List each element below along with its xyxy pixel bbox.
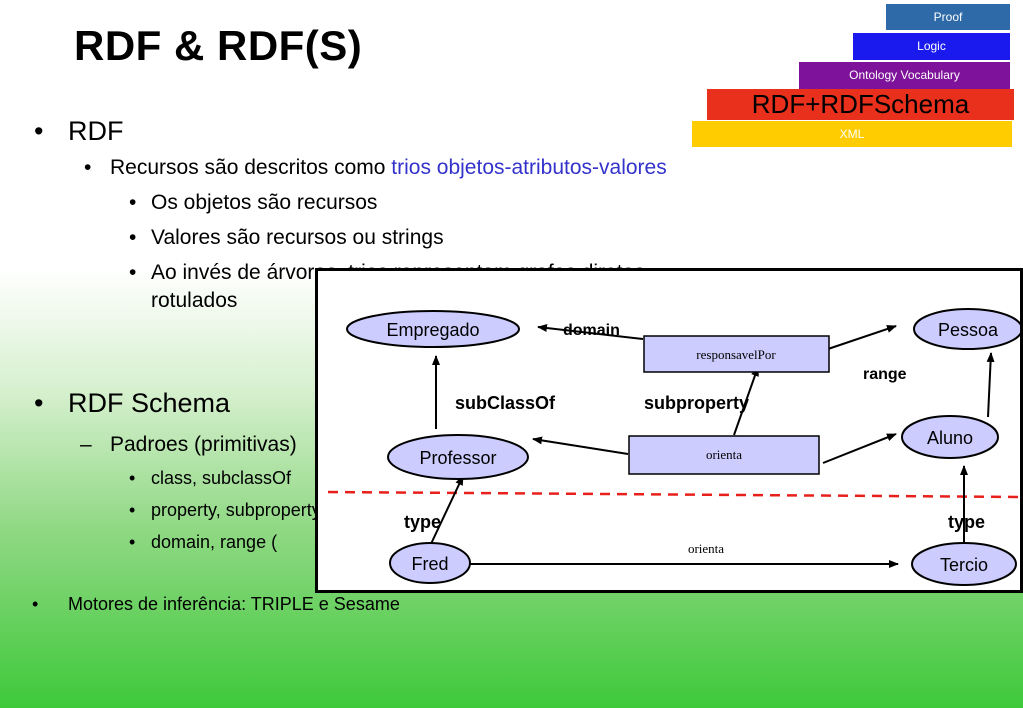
bullet-class: •class, subclassOf — [129, 468, 292, 488]
node-tercio: Tercio — [911, 542, 1017, 586]
bullet-domain-range: •domain, range ( — [129, 532, 278, 552]
bullet-property: •property, subpropertyOf — [129, 500, 340, 520]
edge-orienta-professor — [532, 436, 629, 455]
separator-dashed-line — [327, 490, 1020, 499]
page-title: RDF & RDF(S) — [74, 22, 363, 69]
node-empregado: Empregado — [346, 310, 520, 348]
highlight-text: trios objetos-atributos-valores — [391, 156, 667, 179]
bullet-padroes: –Padroes (primitivas) — [80, 433, 297, 456]
svg-text:Professor: Professor — [419, 448, 496, 468]
bullet-rdf: •RDF — [34, 116, 124, 146]
layer-logic: Logic — [853, 33, 1010, 60]
rdf-diagram: Empregado Pessoa Professor Aluno Fred Te… — [327, 308, 1020, 586]
bullet-motores: •Motores de inferência: TRIPLE e Sesame — [32, 594, 400, 614]
bullet-values: •Valores são recursos ou strings — [129, 226, 444, 249]
edge-subproperty — [733, 366, 759, 436]
edge-aluno-pessoa — [986, 352, 995, 418]
label-type-left: type — [404, 512, 441, 532]
bullet-dot: • — [34, 388, 44, 418]
bullet-dot: • — [129, 500, 136, 520]
svg-text:Pessoa: Pessoa — [938, 320, 999, 340]
bullet-dot: • — [129, 532, 136, 552]
bullet-dot: • — [34, 116, 44, 146]
label-orienta-edge: orienta — [688, 541, 724, 556]
property-responsavelpor: responsavelPor — [643, 335, 830, 373]
bullet-dot: • — [32, 594, 39, 614]
layer-proof: Proof — [886, 4, 1010, 30]
layer-rdf-rdfschema: RDF+RDFSchema — [707, 89, 1014, 120]
label-subproperty: subproperty — [644, 393, 749, 413]
bullet-graphs-cont: rotulados — [151, 289, 238, 312]
label-domain: domain — [563, 322, 620, 339]
bullet-dash: – — [80, 433, 92, 456]
bullet-dot: • — [129, 226, 137, 249]
node-professor: Professor — [387, 434, 529, 480]
edge-domain — [537, 324, 644, 340]
svg-text:Tercio: Tercio — [940, 555, 988, 575]
label-type-right: type — [948, 512, 985, 532]
label-subclassof: subClassOf — [455, 393, 556, 413]
svg-text:responsavelPor: responsavelPor — [696, 347, 776, 362]
svg-text:Fred: Fred — [411, 554, 448, 574]
bullet-dot: • — [129, 261, 137, 284]
bullet-dot: • — [129, 468, 136, 488]
bullet-rdf-schema: •RDF Schema — [34, 388, 231, 418]
svg-text:Aluno: Aluno — [927, 428, 973, 448]
rdf-diagram-panel: Empregado Pessoa Professor Aluno Fred Te… — [315, 268, 1023, 593]
node-fred: Fred — [389, 542, 471, 584]
node-aluno: Aluno — [901, 415, 999, 459]
layer-ontology-vocabulary: Ontology Vocabulary — [799, 62, 1010, 89]
layer-xml: XML — [692, 121, 1012, 147]
bullet-dot: • — [84, 156, 92, 179]
label-range: range — [863, 366, 907, 383]
node-pessoa: Pessoa — [913, 308, 1020, 350]
edge-range — [827, 325, 897, 350]
bullet-objects: •Os objetos são recursos — [129, 191, 378, 214]
svg-text:orienta: orienta — [706, 447, 742, 462]
bullet-rdf-resources: •Recursos são descritos como trios objet… — [84, 156, 667, 179]
property-orienta: orienta — [628, 435, 820, 475]
bullet-dot: • — [129, 191, 137, 214]
edge-orienta-aluno — [822, 433, 897, 464]
edge-type-fred — [429, 475, 464, 547]
svg-text:Empregado: Empregado — [386, 320, 479, 340]
